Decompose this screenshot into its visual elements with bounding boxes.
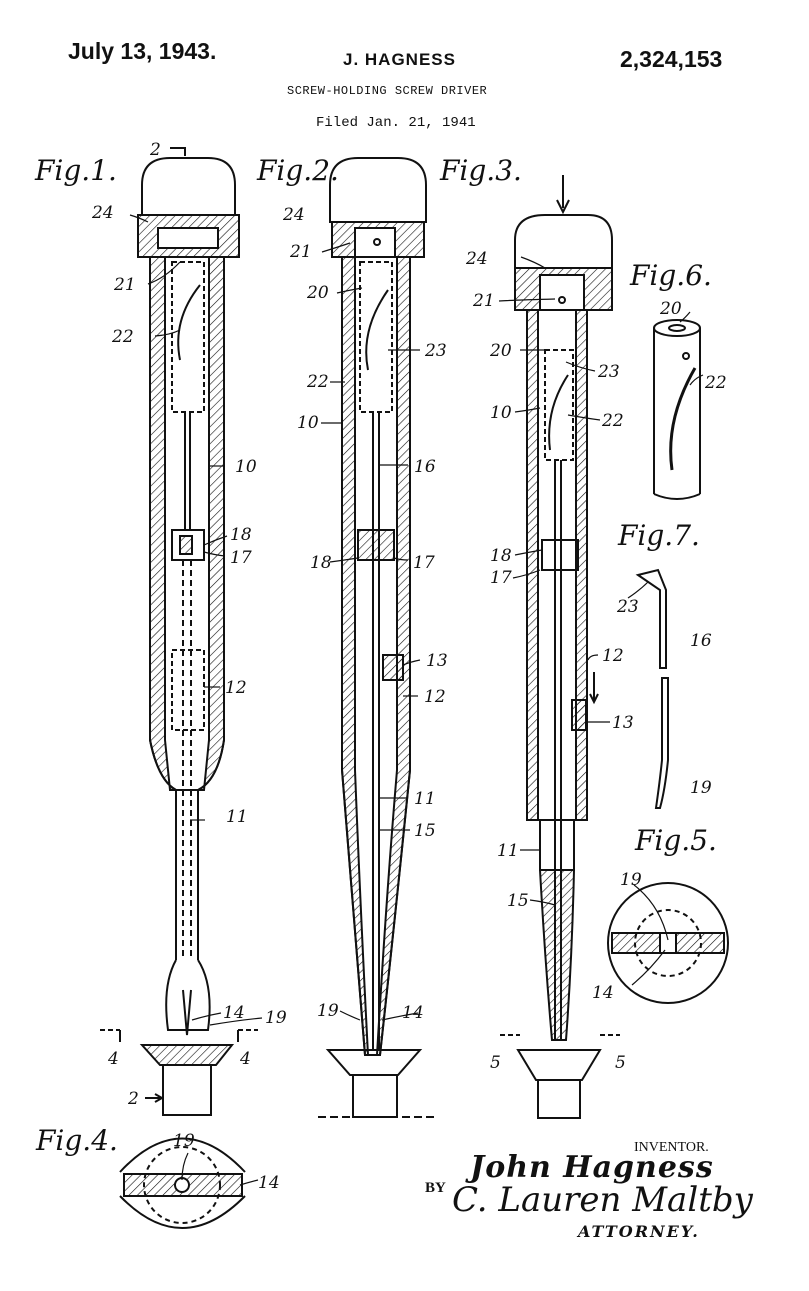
ref-11-fig3: 11 xyxy=(497,841,519,861)
ref-21-fig3: 21 xyxy=(472,291,495,311)
ref-19-fig2: 19 xyxy=(317,1001,339,1021)
ref-5-left: 5 xyxy=(490,1053,501,1073)
ref-18-fig3: 18 xyxy=(490,546,512,566)
ref-2-bottom: 2 xyxy=(127,1089,139,1109)
ref-17-fig2: 17 xyxy=(413,553,435,573)
ref-12-fig3: 12 xyxy=(602,646,624,666)
ref-11-fig2: 11 xyxy=(414,789,436,809)
ref-10-fig3: 10 xyxy=(490,403,512,423)
ref-5-right: 5 xyxy=(615,1053,626,1073)
fig7-drawing xyxy=(638,570,668,808)
ref-19-fig5: 19 xyxy=(620,870,642,890)
ref-10-fig1: 10 xyxy=(235,457,257,477)
ref-23-fig7: 23 xyxy=(616,597,639,617)
ref-22-fig2: 22 xyxy=(306,372,329,392)
fig3-label: Fig.3. xyxy=(439,154,522,187)
ref-12-fig2: 12 xyxy=(424,687,446,707)
ref-18-fig2: 18 xyxy=(310,553,332,573)
ref-16-fig2: 16 xyxy=(414,457,436,477)
ref-13-fig2: 13 xyxy=(426,651,448,671)
fig6-label: Fig.6. xyxy=(629,259,712,292)
ref-13-fig3: 13 xyxy=(612,713,634,733)
ref-4-right: 4 xyxy=(239,1049,251,1069)
fig7-label: Fig.7. xyxy=(617,519,700,552)
ref-22-fig3: 22 xyxy=(601,411,624,431)
ref-15-fig2: 15 xyxy=(414,821,436,841)
ref-20-fig6: 20 xyxy=(659,299,682,319)
ref-24-fig3: 24 xyxy=(465,249,488,269)
ref-21-fig1: 21 xyxy=(113,275,136,295)
fig2-label: Fig.2. xyxy=(256,154,339,187)
ref-21-fig2: 21 xyxy=(289,242,312,262)
ref-14-fig2: 14 xyxy=(402,1003,424,1023)
by-label: BY xyxy=(425,1180,446,1197)
ref-16-fig7: 16 xyxy=(690,631,712,651)
ref-11-fig1: 11 xyxy=(226,807,248,827)
fig4-label: Fig.4. xyxy=(35,1124,118,1157)
ref-14-fig4: 14 xyxy=(258,1173,280,1193)
ref-12-fig1: 12 xyxy=(225,678,247,698)
ref-17-fig3: 17 xyxy=(490,568,512,588)
fig4-drawing xyxy=(120,1139,245,1229)
ref-2-top: 2 xyxy=(149,140,161,160)
fig6-drawing xyxy=(654,320,700,499)
ref-4-left: 4 xyxy=(107,1049,119,1069)
ref-24-fig1: 24 xyxy=(91,203,114,223)
ref-17-fig1: 17 xyxy=(230,548,252,568)
attorney-signature: C. Lauren Maltby xyxy=(452,1180,753,1220)
ref-22-fig1: 22 xyxy=(111,327,134,347)
ref-10-fig2: 10 xyxy=(297,413,319,433)
ref-20-fig2: 20 xyxy=(306,283,329,303)
ref-24-fig2: 24 xyxy=(282,205,305,225)
ref-18-fig1: 18 xyxy=(230,525,252,545)
fig5-label: Fig.5. xyxy=(634,824,717,857)
fig5-drawing xyxy=(608,883,728,1003)
ref-19-fig4: 19 xyxy=(173,1131,195,1151)
fig2-drawing xyxy=(318,158,438,1117)
ref-23-fig3: 23 xyxy=(597,362,620,382)
ref-19-fig7: 19 xyxy=(690,778,712,798)
ref-15-fig3: 15 xyxy=(507,891,529,911)
ref-14-fig5: 14 xyxy=(592,983,614,1003)
attorney-label: ATTORNEY. xyxy=(578,1222,700,1241)
ref-14-fig1: 14 xyxy=(223,1003,245,1023)
ref-20-fig3: 20 xyxy=(489,341,512,361)
ref-23-fig2: 23 xyxy=(424,341,447,361)
fig1-label: Fig.1. xyxy=(34,154,117,187)
ref-22-fig6: 22 xyxy=(704,373,727,393)
ref-19-fig1: 19 xyxy=(265,1008,287,1028)
